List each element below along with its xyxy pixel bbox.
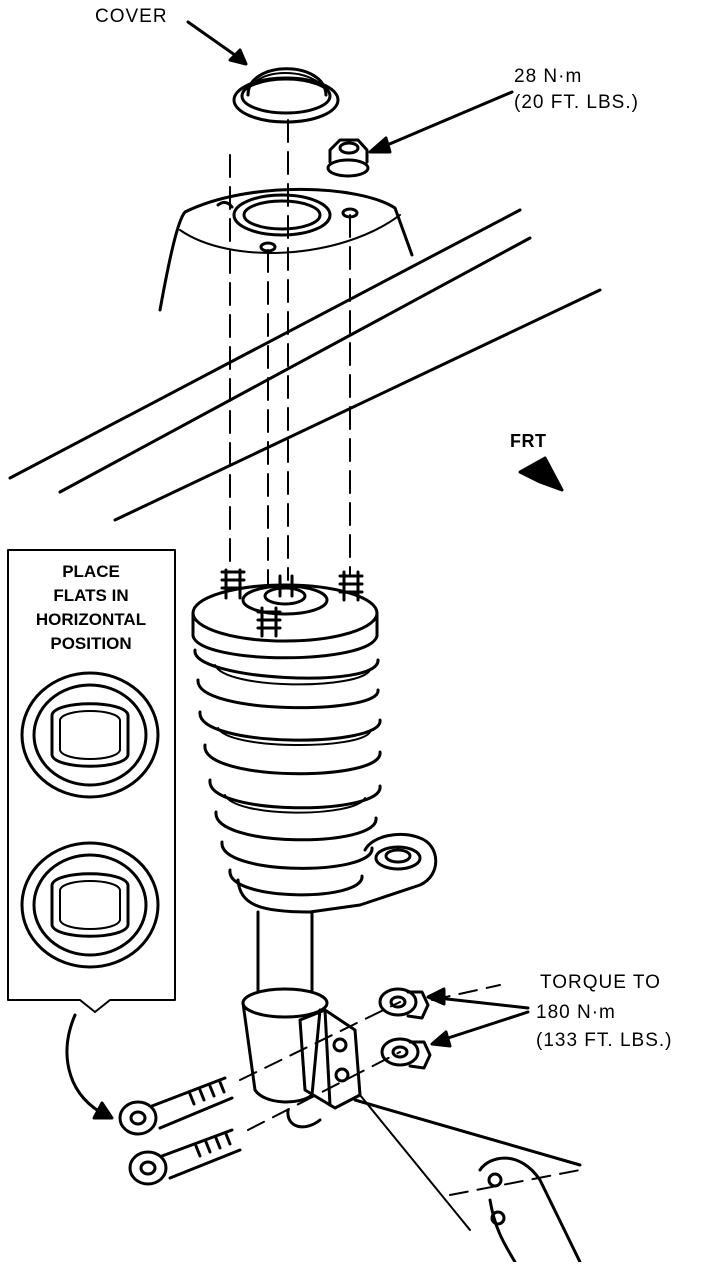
upper-strut-mount xyxy=(191,568,379,660)
bolt-torque-imperial: (133 FT. LBS.) xyxy=(536,1030,673,1051)
nut-torque-imperial: (20 FT. LBS.) xyxy=(514,92,639,113)
cover-cap xyxy=(232,67,340,124)
panel-pointer-arrow xyxy=(65,1013,114,1120)
nut-torque-value: 28 N·m xyxy=(514,66,583,87)
lower-nuts xyxy=(378,987,432,1070)
lower-spring-seat xyxy=(236,832,438,914)
cover-label: COVER xyxy=(95,6,168,27)
cover-arrow xyxy=(186,20,248,66)
coil-spring xyxy=(193,648,382,897)
front-label: FRT xyxy=(510,431,547,451)
strut-tower xyxy=(179,193,401,254)
front-direction-arrow xyxy=(518,456,564,492)
bolt-torque-value: 180 N·m xyxy=(536,1002,616,1023)
panel-line-3: HORIZONTAL xyxy=(35,610,147,629)
lower-control-arm xyxy=(353,1094,582,1264)
nut-torque-arrow xyxy=(368,90,514,154)
body-panel-lines xyxy=(8,187,602,522)
strut-body xyxy=(241,910,329,1104)
panel-line-2: FLATS IN xyxy=(53,586,129,605)
bolt-alignment-lines xyxy=(239,984,501,1131)
lower-bolts xyxy=(118,1076,242,1186)
bolt-torque-heading: TORQUE TO xyxy=(540,972,661,993)
panel-line-1: PLACE xyxy=(62,562,120,581)
alignment-lines xyxy=(229,119,351,586)
panel-line-4: POSITION xyxy=(50,634,132,653)
top-nut xyxy=(326,138,370,178)
inset-panel xyxy=(7,549,176,1013)
